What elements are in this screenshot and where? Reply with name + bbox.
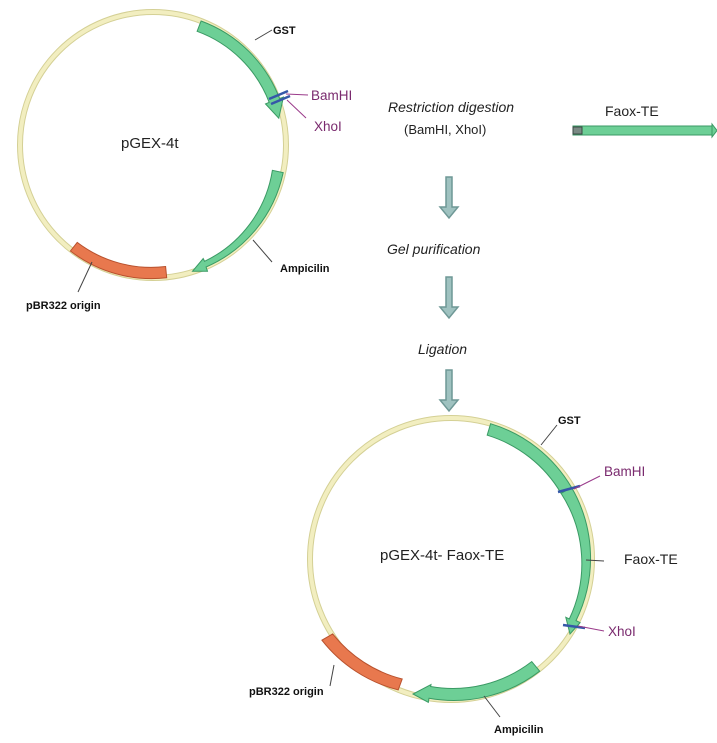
step-digestion-label: Restriction digestion — [388, 99, 514, 115]
xhoi-label: XhoI — [314, 119, 342, 134]
gst-leader — [254, 29, 273, 41]
ampicilin-leader — [483, 695, 501, 718]
plasmid-bottom: pGEX-4t- Faox-TE GST BamHI Faox-TE XhoI … — [249, 415, 678, 736]
down-arrow-icon — [438, 176, 460, 220]
insert-fragment: Faox-TE — [572, 103, 717, 139]
step-ligation-label: Ligation — [418, 341, 467, 357]
bamhi-leader — [285, 93, 309, 96]
plasmid-top-name: pGEX-4t — [121, 135, 179, 152]
bamhi-site-mark — [268, 89, 289, 101]
plasmid-bottom-name: pGEX-4t- Faox-TE — [380, 547, 504, 564]
bamhi-label: BamHI — [604, 464, 645, 479]
origin-label: pBR322 origin — [26, 300, 101, 312]
bamhi-leader — [573, 475, 601, 490]
process-steps: Restriction digestion (BamHI, XhoI) Gel … — [387, 99, 514, 413]
gst-label: GST — [558, 415, 581, 427]
origin-feature — [321, 633, 403, 691]
down-arrow-icon — [438, 369, 460, 413]
insert-label: Faox-TE — [605, 103, 659, 119]
down-arrow-icon — [438, 276, 460, 320]
plasmid-top: pGEX-4t GST BamHI XhoI Ampicilin pBR322 … — [17, 9, 352, 312]
gst-leader — [540, 424, 558, 446]
origin-leader — [329, 664, 335, 687]
step-digestion-enzymes: (BamHI, XhoI) — [404, 122, 486, 137]
origin-feature — [69, 241, 168, 280]
insert-label: Faox-TE — [624, 551, 678, 567]
gst-gene-arrow — [486, 423, 573, 495]
insert-leader — [585, 559, 605, 562]
gst-gene-arrow — [196, 20, 285, 120]
xhoi-site-mark — [562, 623, 586, 630]
xhoi-leader — [577, 625, 605, 632]
origin-leader — [77, 261, 93, 293]
bamhi-label: BamHI — [311, 88, 352, 103]
ampicilin-leader — [252, 239, 273, 263]
xhoi-leader — [286, 99, 307, 119]
ampicilin-label: Ampicilin — [494, 724, 544, 736]
xhoi-site-mark — [270, 94, 291, 106]
gst-label: GST — [273, 25, 296, 37]
insert-right-end — [711, 122, 717, 139]
insert-fragment-bar — [572, 125, 713, 136]
ampicilin-gene-arrow — [411, 660, 541, 704]
origin-label: pBR322 origin — [249, 686, 324, 698]
xhoi-label: XhoI — [608, 624, 636, 639]
ampicilin-label: Ampicilin — [280, 263, 330, 275]
step-purification-label: Gel purification — [387, 241, 481, 257]
insert-gene-arrow — [560, 486, 592, 636]
insert-left-end — [572, 126, 583, 135]
ampicilin-gene-arrow — [191, 169, 284, 272]
bamhi-site-mark — [557, 484, 581, 494]
